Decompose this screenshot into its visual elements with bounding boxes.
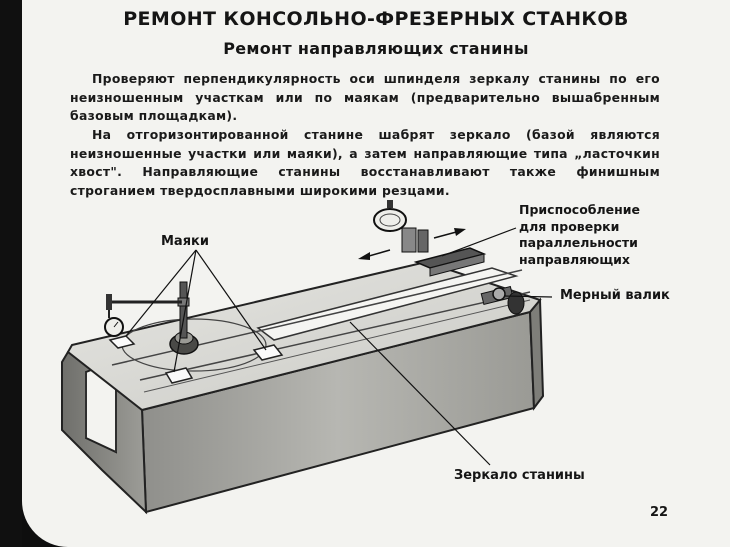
left-frame: [0, 0, 22, 547]
leader-lines: [125, 227, 553, 466]
machine-bed-drawing: [61, 200, 553, 515]
measuring-roller: [480, 285, 525, 315]
beacon-pad-front: [164, 367, 194, 384]
slide: РЕМОНТ КОНСОЛЬНО-ФРЕЗЕРНЫХ СТАНКОВ Ремон…: [22, 0, 730, 547]
parallelism-fixture: [389, 210, 487, 277]
beacon-pad-right: [252, 344, 284, 361]
label-fixture: Приспособление для проверки параллельнос…: [519, 202, 641, 267]
label-bed-mirror: Зеркало станины: [454, 468, 585, 483]
paragraph-scraping: На отгоризонтированной станине шабрят зе…: [70, 127, 660, 198]
beacon-pad-left: [108, 335, 136, 349]
movement-arrows: [358, 228, 466, 260]
label-measuring-roller: Мерный валик: [560, 288, 670, 303]
indicator-stand-left: [106, 281, 199, 355]
dial-indicator-top: [373, 200, 407, 232]
slide-title: РЕМОНТ КОНСОЛЬНО-ФРЕЗЕРНЫХ СТАНКОВ: [123, 8, 629, 30]
page-number: 22: [650, 505, 669, 520]
paragraph-check: Проверяют перпендикулярность оси шпиндел…: [70, 71, 660, 123]
dial-indicator-left: [104, 317, 124, 337]
slide-subtitle: Ремонт направляющих станины: [223, 39, 529, 58]
label-beacons: Маяки: [161, 234, 209, 249]
